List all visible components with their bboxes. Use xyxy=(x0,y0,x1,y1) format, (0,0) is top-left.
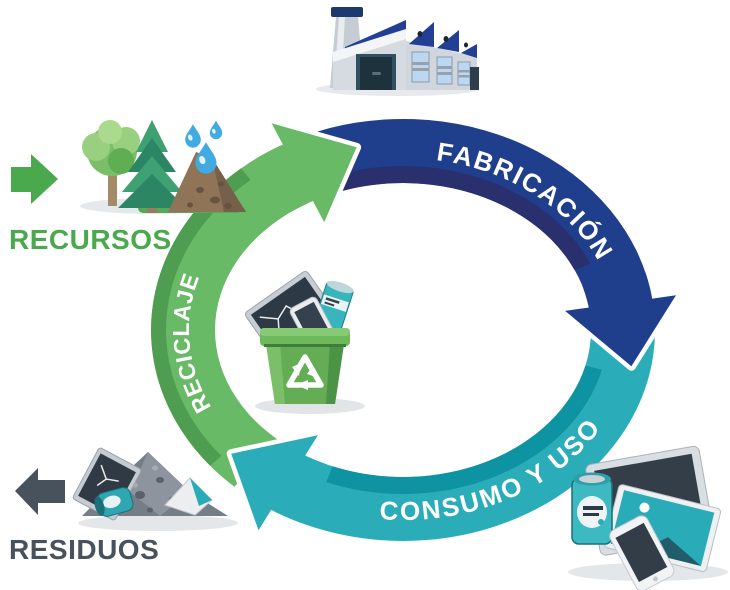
residuos-group: RESIDUOS xyxy=(9,468,159,565)
devices-icon xyxy=(568,445,728,590)
recycle-bin-icon xyxy=(244,271,365,414)
residuos-label: RESIDUOS xyxy=(9,534,159,565)
recycle-symbol-icon xyxy=(286,354,324,390)
ewaste-pile-icon xyxy=(72,447,238,531)
recursos-arrow-icon xyxy=(11,154,58,204)
pine-tree-icon xyxy=(118,120,186,213)
factory-main-door xyxy=(356,54,396,90)
smartphone-icon xyxy=(609,515,675,590)
cycle-ring: FABRICACIÓN CONSUMO Y USO RECICLAJE xyxy=(151,118,681,541)
factory-side-door xyxy=(470,67,479,90)
fabricacion-arc-shade xyxy=(332,166,591,271)
deciduous-tree-icon xyxy=(82,120,140,206)
reciclaje-arrow-connector xyxy=(254,142,318,212)
bin-body xyxy=(260,328,350,404)
factory-vents xyxy=(417,31,468,48)
drink-can-icon xyxy=(571,472,613,545)
residuos-arrow-icon xyxy=(15,468,65,515)
discarded-can-icon xyxy=(94,487,134,517)
natural-resources-illustration xyxy=(80,120,246,214)
recursos-group: RECURSOS xyxy=(9,154,172,255)
reciclaje-arc-shade xyxy=(151,168,251,466)
consumo-arrow-connector xyxy=(265,453,327,523)
factory-windows xyxy=(411,51,471,86)
ewaste-shadow xyxy=(78,515,238,531)
factory-icon xyxy=(316,7,480,96)
water-drops-icon xyxy=(185,120,223,174)
soil-pile-icon xyxy=(168,152,246,212)
factory-fascia xyxy=(333,29,406,64)
recursos-label: RECURSOS xyxy=(9,224,172,255)
fabricacion-arrow-connector xyxy=(583,271,654,313)
consumo-arc-shade xyxy=(326,365,602,495)
waste-fragment-icon xyxy=(164,477,213,516)
